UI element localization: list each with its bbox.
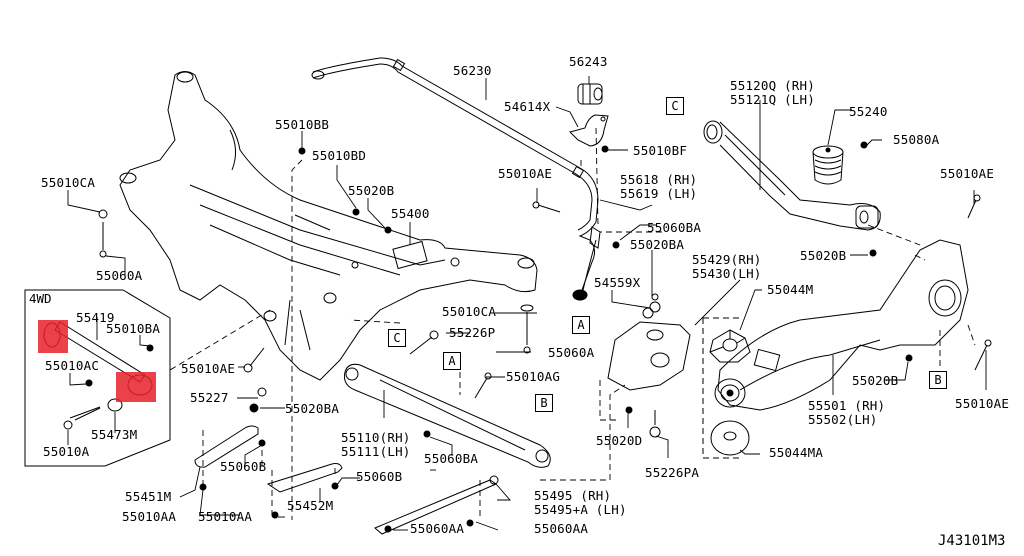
part-label-54614X[interactable]: 54614X <box>504 99 551 114</box>
part-label-55618-55619[interactable]: 55618 (RH) 55619 (LH) <box>620 172 698 201</box>
bump-stopper-55240[interactable] <box>812 145 844 185</box>
part-label-55451M[interactable]: 55451M <box>125 489 172 504</box>
part-label-55010AE-mid[interactable]: 55010AE <box>498 166 553 181</box>
part-label-55452M[interactable]: 55452M <box>287 498 334 513</box>
part-label-55010A[interactable]: 55010A <box>43 444 90 459</box>
part-label-55010BF[interactable]: 55010BF <box>633 143 688 158</box>
fasteners <box>74 141 992 533</box>
ref-box-c-mid: C <box>388 329 406 347</box>
highlight-bushing-right <box>116 372 156 402</box>
part-label-55060A-left[interactable]: 55060A <box>96 268 143 283</box>
part-label-55501-55502[interactable]: 55501 (RH) 55502(LH) <box>808 398 886 427</box>
part-label-56230[interactable]: 56230 <box>453 63 492 78</box>
bracket-55452M[interactable] <box>266 463 343 493</box>
part-label-55473M[interactable]: 55473M <box>91 427 138 442</box>
clamp-54614X[interactable] <box>569 114 609 147</box>
part-label-55010BB[interactable]: 55010BB <box>275 117 330 132</box>
bushing-55044[interactable] <box>714 378 746 408</box>
ref-box-b-mid: B <box>535 394 553 412</box>
part-label-56243[interactable]: 56243 <box>569 54 608 69</box>
bushing-56243[interactable] <box>577 83 603 105</box>
part-label-55110-55111[interactable]: 55110(RH) 55111(LH) <box>341 430 411 459</box>
part-label-55044M[interactable]: 55044M <box>767 282 814 297</box>
diagram-id: J43101M3 <box>938 533 1006 549</box>
part-label-55060BA-top[interactable]: 55060BA <box>647 220 702 235</box>
part-label-55010CA-mid[interactable]: 55010CA <box>442 304 497 319</box>
part-label-55060AA-right[interactable]: 55060AA <box>534 521 589 536</box>
highlight-bushing-left <box>38 320 68 353</box>
upper-link-55120Q[interactable] <box>703 120 881 231</box>
stabilizer-connecting-rod-55618[interactable] <box>582 226 601 291</box>
ref-box-a-mid: A <box>443 352 461 370</box>
part-label-55429-55430[interactable]: 55429(RH) 55430(LH) <box>692 252 762 281</box>
leader-lines <box>67 76 987 531</box>
part-label-55044MA[interactable]: 55044MA <box>769 445 824 460</box>
part-label-55227[interactable]: 55227 <box>190 390 229 405</box>
part-label-55060AA-left[interactable]: 55060AA <box>410 521 465 536</box>
part-label-55010CA-left[interactable]: 55010CA <box>41 175 96 190</box>
part-label-55010AE-right-top[interactable]: 55010AE <box>940 166 995 181</box>
bracket-55451M[interactable] <box>194 425 259 468</box>
part-label-55060A-mid[interactable]: 55060A <box>548 345 595 360</box>
part-label-55010AA-left[interactable]: 55010AA <box>122 509 177 524</box>
spring-seat-55044MA[interactable] <box>710 420 750 456</box>
dashed-group-box <box>702 317 740 459</box>
part-label-55060BA-bottom[interactable]: 55060BA <box>424 451 479 466</box>
part-label-55010AA-mid[interactable]: 55010AA <box>198 509 253 524</box>
part-label-55226PA[interactable]: 55226PA <box>645 465 700 480</box>
part-label-55060B-left[interactable]: 55060B <box>220 459 267 474</box>
lower-link-55501[interactable] <box>717 239 969 411</box>
part-label-55080A[interactable]: 55080A <box>893 132 940 147</box>
part-label-55020B-lower-right[interactable]: 55020B <box>852 373 899 388</box>
part-label-55020BA-top[interactable]: 55020BA <box>630 237 685 252</box>
ref-box-a-right: A <box>572 316 590 334</box>
part-label-55020BA-mid[interactable]: 55020BA <box>285 401 340 416</box>
spring-seat-55044M[interactable] <box>709 329 751 363</box>
part-label-55010AE-left[interactable]: 55010AE <box>181 361 236 376</box>
stabilizer-bar-56230[interactable] <box>311 57 599 301</box>
ref-box-b-right: B <box>929 371 947 389</box>
bracket-55429[interactable] <box>607 307 691 391</box>
group-label-4wd: 4WD <box>29 291 52 306</box>
part-label-55419[interactable]: 55419 <box>76 310 115 325</box>
4wd-group-box <box>24 289 171 467</box>
part-label-55010BD[interactable]: 55010BD <box>312 148 367 163</box>
dashed-alignment-lines <box>169 127 976 520</box>
lower-link-55110[interactable] <box>344 363 551 468</box>
part-label-55226P[interactable]: 55226P <box>449 325 496 340</box>
part-label-55020B-right[interactable]: 55020B <box>800 248 847 263</box>
ref-box-c-top: C <box>666 97 684 115</box>
part-label-55010AE-right-bottom[interactable]: 55010AE <box>955 396 1010 411</box>
part-label-55240[interactable]: 55240 <box>849 104 888 119</box>
part-label-55400[interactable]: 55400 <box>391 206 430 221</box>
part-label-55020B-top[interactable]: 55020B <box>348 183 395 198</box>
part-label-55060B-right[interactable]: 55060B <box>356 469 403 484</box>
part-label-55120Q-55121Q[interactable]: 55120Q (RH) 55121Q (LH) <box>730 78 815 107</box>
part-label-55010AG[interactable]: 55010AG <box>506 369 561 384</box>
rear-subframe-55400[interactable] <box>119 71 538 381</box>
part-label-55010AC[interactable]: 55010AC <box>45 358 100 373</box>
part-label-55495[interactable]: 55495 (RH) 55495+A (LH) <box>534 488 627 517</box>
part-label-55020D[interactable]: 55020D <box>596 433 643 448</box>
part-label-55010BA[interactable]: 55010BA <box>106 321 161 336</box>
part-label-54559X[interactable]: 54559X <box>594 275 641 290</box>
